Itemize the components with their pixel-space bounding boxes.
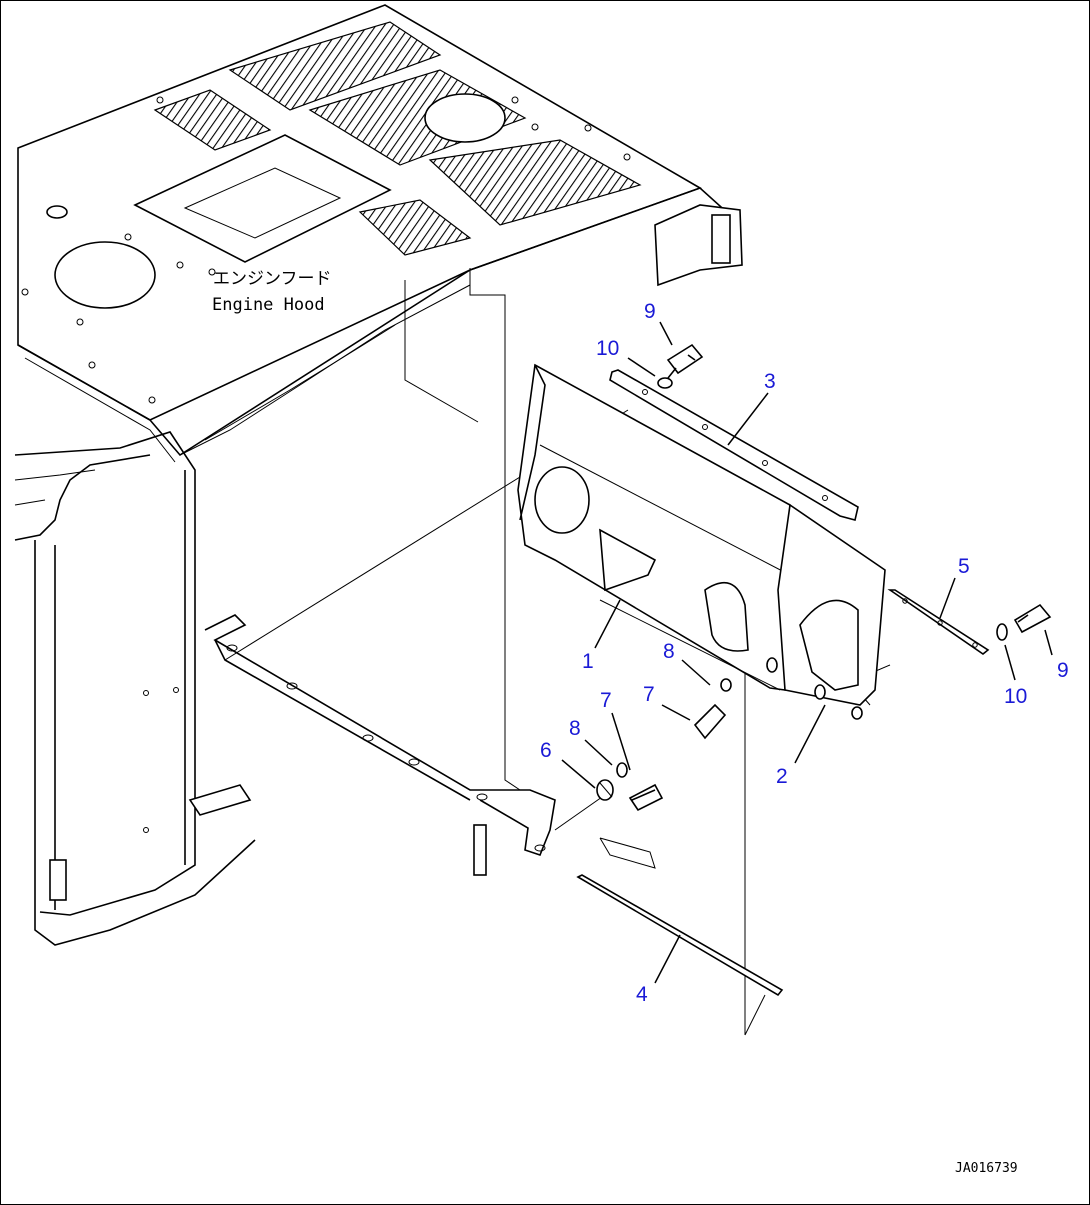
- callout-4: 4: [636, 983, 648, 1006]
- callout-7-lower: 7: [600, 689, 612, 712]
- part-7-bolt-lower: [628, 783, 664, 812]
- part-3-top-strip: [609, 369, 859, 521]
- callout-3: 3: [764, 370, 776, 393]
- callout-6: 6: [540, 739, 552, 762]
- part-5-side-strip: [887, 589, 990, 655]
- part-8-washer-mid: [720, 678, 732, 692]
- panel-round-hole: [534, 466, 590, 534]
- engine-hood-label-en: Engine Hood: [212, 295, 325, 315]
- panel-slot: [704, 581, 749, 652]
- hood-grille-a: [228, 21, 442, 111]
- loose-bolt: [473, 824, 487, 876]
- engine-hood: [17, 4, 743, 463]
- hood-inspection-plate: [133, 134, 392, 263]
- callout-10-right: 10: [1004, 685, 1027, 708]
- panel-round-cutout: [799, 599, 859, 691]
- hood-grille-e: [358, 199, 472, 256]
- callout-9-right: 9: [1057, 659, 1069, 682]
- loose-bolt: [599, 837, 656, 869]
- part-9-bolt-top: [666, 343, 704, 379]
- callout-8-mid: 8: [663, 640, 675, 663]
- machine-body-side: [14, 431, 256, 946]
- document-id: JA016739: [955, 1161, 1018, 1176]
- callout-1: 1: [582, 650, 594, 673]
- callout-9-top: 9: [644, 300, 656, 323]
- part-6-clip: [596, 779, 614, 801]
- part-8-washer-lower: [616, 762, 628, 778]
- hood-grille-b: [153, 89, 272, 151]
- callout-7-mid: 7: [643, 683, 655, 706]
- callout-leaders: [561, 321, 1053, 984]
- callout-2: 2: [776, 765, 788, 788]
- callout-5: 5: [958, 555, 970, 578]
- part-10-washer-top: [657, 377, 673, 389]
- part-2-rear-panel: [777, 503, 886, 720]
- part-7-bolt-mid: [693, 703, 727, 740]
- part-1-cover-panel: [517, 363, 791, 691]
- engine-hood-label-jp: エンジンフード: [213, 269, 332, 289]
- part-9-bolt-right: [1013, 603, 1052, 634]
- callout-10-top: 10: [596, 337, 619, 360]
- part-10-washer-right: [996, 623, 1008, 641]
- hood-round-opening: [424, 93, 506, 143]
- callout-8-lower: 8: [569, 717, 581, 740]
- hood-round-opening: [54, 241, 156, 309]
- hood-grille-d: [428, 139, 642, 226]
